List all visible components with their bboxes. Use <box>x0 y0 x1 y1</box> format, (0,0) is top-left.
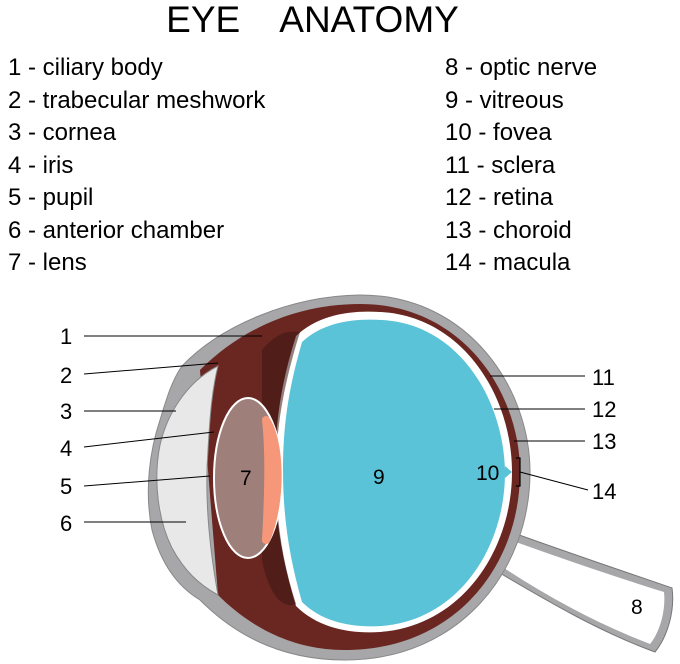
label-7: 7 <box>240 467 252 490</box>
legend-item: 6 - anterior chamber <box>8 216 225 244</box>
legend-item: 5 - pupil <box>8 184 94 211</box>
label-12: 12 <box>592 397 616 422</box>
legend-item: 13 - choroid <box>445 216 572 244</box>
label-14: 14 <box>592 479 616 504</box>
leader-line <box>519 471 589 491</box>
label-11: 11 <box>592 365 615 390</box>
vitreous <box>283 319 506 627</box>
legend-right: 8 - optic nerve 9 - vitreous 10 - fovea … <box>445 52 597 280</box>
optic-nerve <box>492 535 665 644</box>
cornea <box>156 365 219 596</box>
label-5: 5 <box>60 474 72 499</box>
leader-line <box>83 362 219 375</box>
legend-item: 9 - vitreous <box>445 86 564 114</box>
legend-item: 2 - trabecular meshwork <box>8 86 266 114</box>
label-9: 9 <box>373 466 385 489</box>
label-4: 4 <box>60 436 72 461</box>
label-13: 13 <box>592 429 616 454</box>
legend-item: 10 - fovea <box>445 119 552 146</box>
label-3: 3 <box>60 399 72 424</box>
legend-item: 8 - optic nerve <box>445 54 598 81</box>
label-6: 6 <box>60 511 72 536</box>
leader-line <box>83 431 215 448</box>
legend-left: 1 - ciliary body 2 - trabecular meshwork… <box>8 52 265 280</box>
pupil-highlight <box>262 416 282 544</box>
legend-item: 3 - cornea <box>8 119 117 146</box>
label-1: 1 <box>60 324 72 349</box>
leader-line <box>83 475 211 487</box>
legend-item: 11 - sclera <box>445 151 556 179</box>
page-title: EYE ANATOMY <box>166 0 459 40</box>
label-2: 2 <box>60 363 72 388</box>
legend-item: 7 - lens <box>8 249 87 276</box>
legend-item: 14 - macula <box>445 249 571 276</box>
fovea-marker <box>505 466 512 478</box>
legend-item: 4 - iris <box>8 151 74 179</box>
label-10: 10 <box>476 462 499 485</box>
legend-item: 12 - retina <box>445 184 554 211</box>
legend-item: 1 - ciliary body <box>8 54 163 81</box>
label-8: 8 <box>631 596 643 619</box>
